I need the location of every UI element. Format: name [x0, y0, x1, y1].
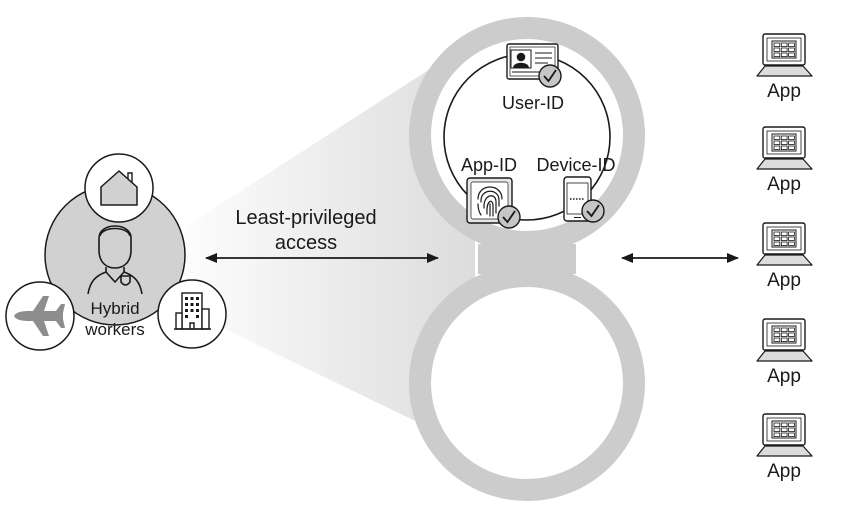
least-privileged-line2: access: [274, 232, 338, 254]
app-laptop-icon: [756, 222, 813, 266]
app-laptop-icon: [756, 318, 813, 362]
app-laptop-icon: [756, 33, 813, 77]
hybrid-workers-label: Hybrid workers: [80, 298, 150, 340]
person-icon: [87, 225, 143, 295]
app-laptop-icon: [756, 413, 813, 457]
ring-waist: [478, 244, 576, 274]
app-id-label: App-ID: [460, 155, 518, 175]
hybrid-workers-line2: workers: [85, 320, 145, 339]
app-label: App: [767, 81, 801, 102]
app-label: App: [767, 270, 801, 291]
app-label: App: [767, 366, 801, 387]
building-icon: [157, 279, 227, 349]
app-laptop-icon: [756, 126, 813, 170]
user-id-label: User-ID: [502, 93, 564, 113]
least-privileged-access-label: Least-privileged access: [226, 206, 386, 256]
hybrid-workers-line1: Hybrid: [90, 299, 140, 318]
ring-bottom: [409, 265, 645, 501]
airplane-icon: [5, 281, 75, 351]
app-label: App: [767, 461, 801, 482]
access-cone: [165, 40, 475, 450]
least-privileged-line1: Least-privileged: [235, 207, 377, 229]
checkmark-icon: [497, 205, 521, 229]
checkmark-icon: [538, 64, 562, 88]
house-icon: [84, 153, 154, 223]
app-label: App: [767, 174, 801, 195]
checkmark-icon: [581, 199, 605, 223]
device-id-label: Device-ID: [536, 155, 616, 175]
fingerprint-icon: [466, 177, 513, 224]
